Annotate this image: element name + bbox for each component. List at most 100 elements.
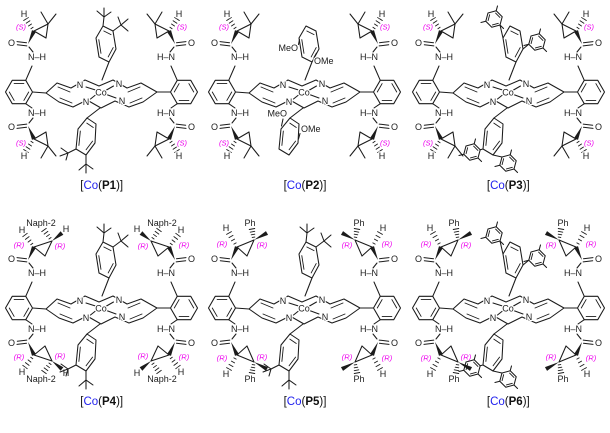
svg-text:H: H	[19, 367, 26, 377]
svg-text:O: O	[391, 254, 398, 264]
svg-text:N: N	[523, 79, 530, 89]
caption-prefix: [	[283, 180, 287, 192]
svg-text:(S): (S)	[584, 139, 595, 148]
caption-infix: (	[504, 396, 509, 408]
svg-text:(R): (R)	[382, 240, 393, 249]
svg-text:Naph-2: Naph-2	[147, 218, 177, 228]
caption-infix: (	[301, 396, 306, 408]
svg-text:N–H: N–H	[435, 52, 453, 62]
svg-text:Ph: Ph	[448, 374, 459, 384]
svg-text:Co: Co	[502, 304, 514, 314]
svg-text:O: O	[415, 38, 422, 48]
svg-text:O: O	[391, 38, 398, 48]
structure-caption: [Co(P1)]	[80, 180, 123, 192]
caption-metal: Co	[490, 180, 505, 192]
svg-text:O: O	[188, 338, 195, 348]
svg-text:N–H: N–H	[435, 268, 453, 278]
svg-text:H: H	[224, 9, 231, 19]
structure-caption: [Co(P6)]	[487, 396, 530, 408]
svg-text:(S): (S)	[177, 139, 188, 148]
caption-prefix: [	[80, 180, 84, 192]
caption-infix: (	[98, 396, 102, 408]
svg-text:Naph-2: Naph-2	[147, 374, 177, 384]
svg-text:Ph: Ph	[557, 218, 568, 228]
svg-text:N: N	[490, 97, 497, 107]
svg-text:(S): (S)	[380, 139, 391, 148]
svg-text:N: N	[83, 313, 90, 323]
svg-text:H–N: H–N	[157, 268, 175, 278]
svg-text:H: H	[21, 151, 28, 161]
svg-text:N–H: N–H	[231, 52, 249, 62]
caption-ligand: P4	[101, 396, 117, 408]
svg-text:N: N	[83, 97, 90, 107]
svg-text:MeO: MeO	[268, 109, 288, 119]
svg-text:Ph: Ph	[557, 374, 568, 384]
svg-text:H–N: H–N	[157, 52, 175, 62]
caption-metal: Co	[490, 396, 505, 408]
svg-text:Ph: Ph	[245, 374, 256, 384]
caption-suffix: )]	[319, 180, 327, 192]
svg-text:(R): (R)	[382, 354, 393, 363]
svg-text:(R): (R)	[14, 241, 25, 250]
caption-ligand: P1	[101, 180, 117, 192]
caption-infix: (	[301, 180, 306, 192]
svg-text:N–H: N–H	[28, 268, 46, 278]
svg-text:H: H	[134, 368, 141, 378]
svg-text:N: N	[523, 295, 530, 305]
svg-text:H: H	[583, 9, 590, 19]
svg-text:N–H: N–H	[435, 108, 453, 118]
svg-text:H–N: H–N	[564, 324, 582, 334]
svg-text:O: O	[595, 122, 602, 132]
svg-text:N: N	[484, 80, 491, 90]
svg-text:O: O	[188, 122, 195, 132]
svg-text:H: H	[427, 369, 434, 379]
svg-text:H–N: H–N	[564, 268, 582, 278]
svg-text:(S): (S)	[423, 139, 434, 148]
svg-text:(R): (R)	[138, 242, 149, 251]
svg-text:N: N	[490, 313, 497, 323]
svg-text:N–H: N–H	[435, 324, 453, 334]
svg-text:(R): (R)	[14, 353, 25, 362]
svg-text:N: N	[119, 312, 126, 322]
svg-text:(R): (R)	[586, 354, 597, 363]
svg-text:N–H: N–H	[28, 52, 46, 62]
svg-text:O: O	[595, 38, 602, 48]
svg-text:(R): (R)	[55, 352, 66, 361]
svg-text:O: O	[8, 338, 15, 348]
svg-text:H: H	[584, 223, 591, 233]
caption-suffix: )]	[116, 396, 124, 408]
svg-text:O: O	[595, 254, 602, 264]
svg-text:(R): (R)	[421, 240, 432, 249]
svg-text:H: H	[176, 151, 183, 161]
svg-text:OMe: OMe	[314, 56, 334, 66]
svg-text:(R): (R)	[461, 353, 472, 362]
svg-text:(R): (R)	[257, 241, 268, 250]
svg-text:(R): (R)	[138, 352, 149, 361]
svg-text:H: H	[176, 9, 183, 19]
svg-text:(R): (R)	[217, 354, 228, 363]
svg-text:Co: Co	[95, 88, 107, 98]
svg-text:(R): (R)	[342, 241, 353, 250]
svg-text:H: H	[63, 224, 70, 234]
svg-text:N: N	[319, 295, 326, 305]
svg-text:Co: Co	[95, 304, 107, 314]
svg-text:N: N	[116, 295, 123, 305]
svg-text:H: H	[19, 225, 26, 235]
svg-text:H: H	[63, 368, 70, 378]
svg-text:H–N: H–N	[360, 52, 378, 62]
svg-text:H: H	[21, 9, 28, 19]
svg-text:N–H: N–H	[28, 324, 46, 334]
svg-text:H–N: H–N	[360, 268, 378, 278]
svg-text:N: N	[280, 296, 287, 306]
svg-text:Naph-2: Naph-2	[26, 374, 56, 384]
svg-text:(S): (S)	[380, 23, 391, 32]
svg-text:N: N	[116, 79, 123, 89]
svg-text:N: N	[119, 96, 126, 106]
svg-text:Ph: Ph	[448, 218, 459, 228]
